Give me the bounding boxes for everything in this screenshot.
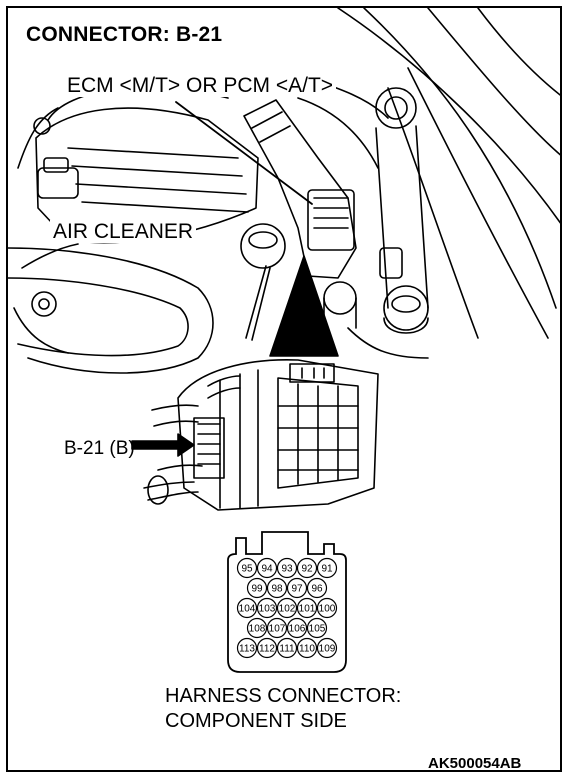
pin-112 [256, 637, 278, 659]
pin-label-103: 103 [259, 604, 276, 615]
pin-99 [246, 577, 268, 599]
pin-label-110: 110 [299, 644, 315, 655]
pin-100 [316, 597, 338, 619]
hood-edge [337, 8, 560, 224]
pin-label-112: 112 [259, 644, 275, 655]
pin-label-111: 111 [279, 644, 295, 655]
pin-label-98: 98 [271, 584, 283, 595]
ecm-leader-line [175, 101, 313, 205]
pin-107 [266, 617, 288, 639]
pin-113 [236, 637, 258, 659]
air-cleaner-callout: AIR CLEANER [50, 220, 197, 243]
pin-label-96: 96 [311, 584, 323, 595]
pin-label-101: 101 [299, 604, 316, 615]
connector-ref-label: B-21 (B) [64, 438, 135, 459]
pin-97 [286, 577, 308, 599]
pin-label-99: 99 [251, 584, 263, 595]
pin-label-92: 92 [301, 564, 313, 575]
pin-label-105: 105 [309, 624, 326, 635]
pin-103 [256, 597, 278, 619]
pin-label-95: 95 [241, 564, 253, 575]
harness-caption: HARNESS CONNECTOR: COMPONENT SIDE [165, 684, 401, 734]
pin-101 [296, 597, 318, 619]
pin-111 [276, 637, 298, 659]
air-cleaner-duct [8, 247, 214, 374]
pin-110 [296, 637, 318, 659]
harness-caption-line1: HARNESS CONNECTOR: [165, 685, 402, 707]
pin-106 [286, 617, 308, 639]
pin-91 [316, 557, 338, 579]
pin-label-102: 102 [279, 604, 296, 615]
figure-code: AK500054AB [428, 755, 522, 772]
pin-label-94: 94 [261, 564, 273, 575]
pointer-wedge [269, 255, 339, 357]
pin-104 [236, 597, 258, 619]
connector-arrow [131, 433, 195, 457]
pin-label-93: 93 [281, 564, 293, 575]
pin-98 [266, 577, 288, 599]
filler-cap [240, 223, 286, 269]
pin-label-106: 106 [289, 624, 306, 635]
pin-label-108: 108 [249, 624, 266, 635]
pin-label-109: 109 [319, 644, 336, 655]
pin-label-107: 107 [269, 624, 286, 635]
pin-93 [276, 557, 298, 579]
ecm-connector-illustration [143, 358, 379, 511]
page-title: CONNECTOR: B-21 [26, 23, 223, 46]
pin-108 [246, 617, 268, 639]
pin-96 [306, 577, 328, 599]
ecm-housing [243, 99, 357, 279]
pin-label-104: 104 [239, 604, 256, 615]
pin-label-113: 113 [239, 644, 255, 655]
pin-label-100: 100 [319, 604, 336, 615]
pin-105 [306, 617, 328, 639]
ecm-pcm-callout: ECM <M/T> OR PCM <A/T> [64, 74, 337, 97]
pin-95 [236, 557, 258, 579]
reservoir-cap [383, 285, 429, 331]
pin-label-91: 91 [321, 564, 333, 575]
fender-line [363, 8, 557, 309]
pin-label-97: 97 [291, 584, 303, 595]
pin-94 [256, 557, 278, 579]
harness-caption-line2: COMPONENT SIDE [165, 710, 347, 732]
pin-102 [276, 597, 298, 619]
pin-109 [316, 637, 338, 659]
pin-92 [296, 557, 318, 579]
